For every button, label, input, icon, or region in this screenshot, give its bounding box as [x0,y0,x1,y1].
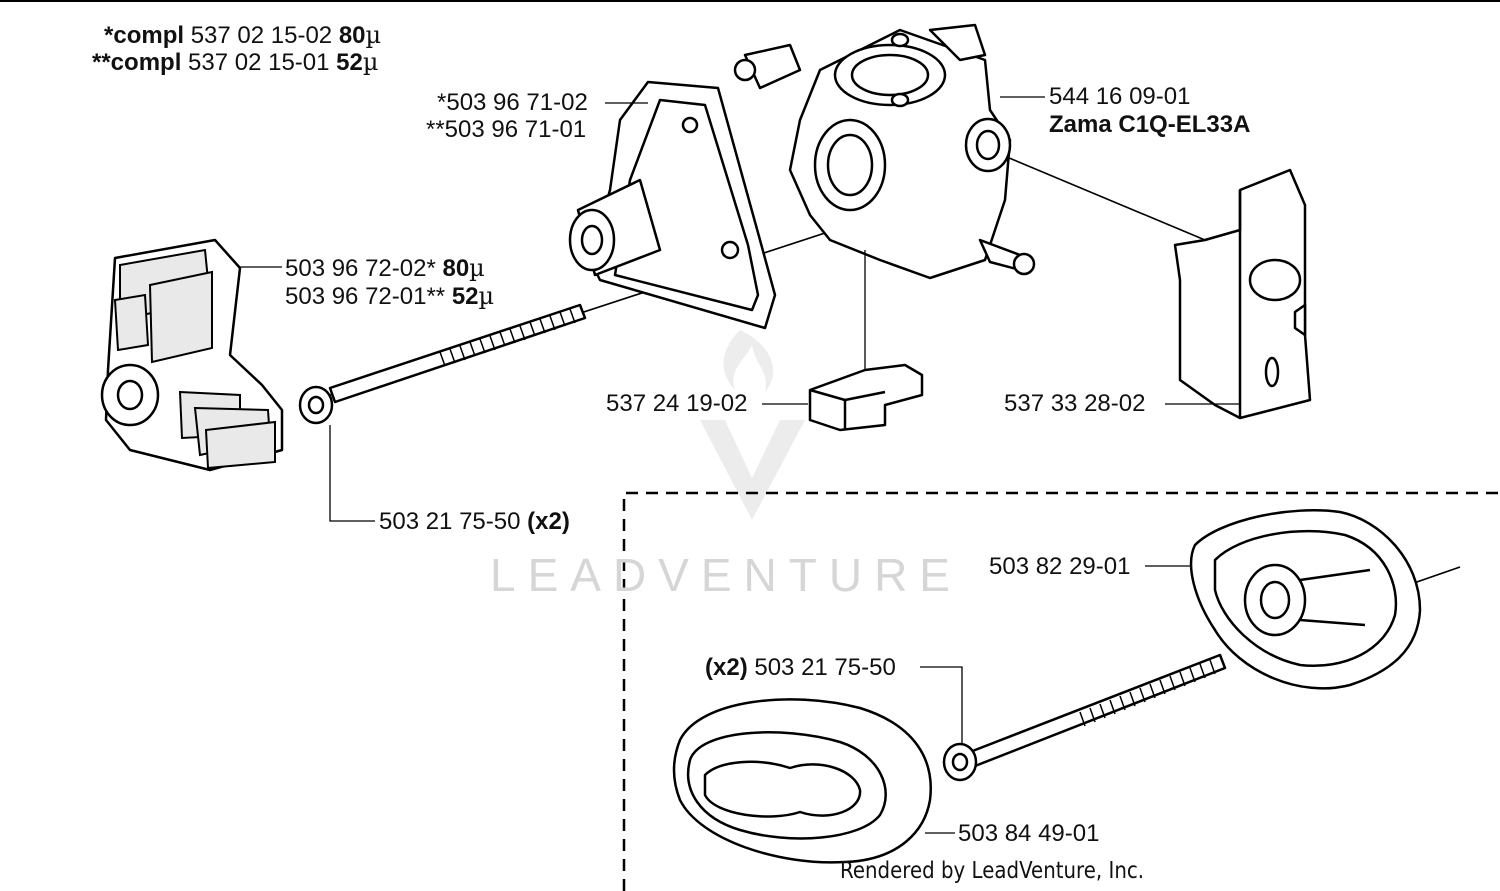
holder-label: 503 82 29-01 [989,553,1131,580]
kit-unit-2: µ [362,48,379,76]
filter-holder-part [1189,509,1422,690]
leader-lines [238,96,1240,834]
air-filter-label-a: 503 96 72-02* 80µ [285,254,485,282]
kit-boundary-dashed-line [622,491,1500,891]
bolt-top-label: 503 21 75-50 (x2) [379,508,570,535]
spacer-block-part [808,363,924,432]
bolt-bottom-part [942,653,1227,782]
kit-title-line-1: *compl 537 02 15-02 80µ [104,21,381,50]
heat-shield-label: 537 33 28-02 [1004,390,1146,417]
air-filter-label-b: 503 96 72-01** 52µ [285,282,495,310]
gasket-label-a: *503 96 71-02 [437,89,588,116]
footer-credit: Rendered by LeadVenture, Inc. [840,858,1145,884]
kit-unit-1: µ [365,21,382,49]
watermark-text: LEADVENTURE [490,549,962,601]
carburetor-part [733,23,1036,280]
foam-filter-label: 503 84 49-01 [958,820,1100,847]
foam-filter-part [672,698,932,864]
kit-part-2: 537 02 15-01 [188,49,330,76]
carburetor-part-label: 544 16 09-01 [1049,83,1191,110]
carburetor-model-label: Zama C1Q-EL33A [1049,111,1251,138]
gasket-flange-part [568,80,777,330]
kit-prefix-2: **compl [92,49,182,76]
heat-shield-part [1173,168,1312,420]
bolt-bottom-label: (x2) 503 21 75-50 [705,654,896,681]
gasket-label-b: **503 96 71-01 [426,116,587,143]
kit-part-1: 537 02 15-02 [190,22,333,49]
leadventure-logo-watermark [700,330,805,520]
kit-prefix-1: *compl [104,22,185,49]
bolt-top-part [298,303,587,425]
block-label: 537 24 19-02 [606,390,748,417]
air-filter-part [100,238,284,472]
kit-spec-1: 80 [338,22,366,49]
kit-title-line-2: **compl 537 02 15-01 52µ [92,48,378,77]
kit-spec-2: 52 [336,49,363,76]
